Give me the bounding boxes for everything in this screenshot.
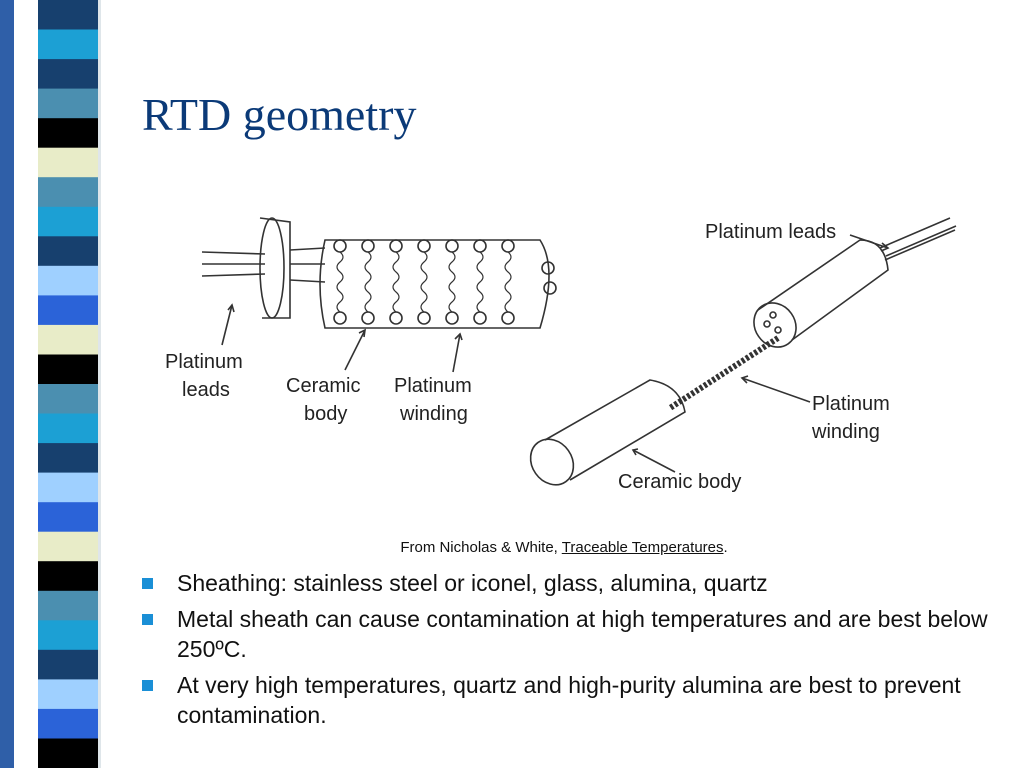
bullet-text: At very high temperatures, quartz and hi… bbox=[177, 672, 961, 728]
stripe-block bbox=[38, 206, 98, 237]
stripe-block bbox=[38, 265, 98, 296]
caption-book-title: Traceable Temperatures bbox=[561, 539, 724, 556]
label-ceramic-body-left-line1: Ceramic bbox=[286, 375, 360, 397]
decorative-side-stripe bbox=[0, 0, 118, 768]
figure-caption: From Nicholas & White, Traceable Tempera… bbox=[0, 539, 1024, 556]
caption-prefix: From Nicholas & White, bbox=[400, 539, 562, 556]
square-bullet-icon bbox=[142, 680, 153, 691]
stripe-block bbox=[38, 590, 98, 621]
rtd-left-probe-drawing bbox=[201, 217, 557, 373]
stripe-block bbox=[38, 561, 98, 592]
label-platinum-winding-right-line1: Platinum bbox=[812, 393, 890, 415]
stripe-block bbox=[38, 413, 98, 444]
stripe-block bbox=[38, 472, 98, 503]
stripe-block bbox=[38, 236, 98, 267]
stripe-block bbox=[38, 620, 98, 651]
stripe-block bbox=[38, 354, 98, 385]
label-platinum-winding-left-line2: winding bbox=[399, 403, 468, 425]
square-bullet-icon bbox=[142, 578, 153, 589]
rtd-diagram: Platinum leads Ceramic body Platinum win… bbox=[165, 217, 957, 493]
stripe-block bbox=[38, 384, 98, 414]
square-bullet-icon bbox=[142, 614, 153, 625]
bullet-item: Metal sheath can cause contamination at … bbox=[140, 604, 1000, 664]
bullet-item: Sheathing: stainless steel or iconel, gl… bbox=[140, 568, 1000, 598]
stripe-block bbox=[38, 708, 98, 739]
stripe-block bbox=[38, 59, 98, 90]
label-platinum-leads-left-line2: leads bbox=[182, 379, 230, 401]
stripe-block bbox=[38, 738, 98, 768]
rtd-right-probe-drawing bbox=[529, 217, 957, 486]
stripe-block bbox=[38, 649, 98, 680]
stripe-block bbox=[38, 29, 98, 60]
label-platinum-leads-left-line1: Platinum bbox=[165, 351, 243, 373]
stripe-block bbox=[38, 295, 98, 326]
label-platinum-winding-right-line2: winding bbox=[811, 421, 880, 443]
stripe-block bbox=[38, 177, 98, 208]
label-platinum-leads-right: Platinum leads bbox=[705, 221, 836, 243]
label-ceramic-body-right: Ceramic body bbox=[618, 471, 741, 493]
bullet-list: Sheathing: stainless steel or iconel, gl… bbox=[140, 568, 1000, 736]
caption-suffix: . bbox=[723, 539, 728, 556]
bullet-text: Metal sheath can cause contamination at … bbox=[177, 606, 988, 662]
label-ceramic-body-left-line2: body bbox=[304, 403, 347, 425]
stripe-block bbox=[38, 88, 98, 119]
label-platinum-winding-left-line1: Platinum bbox=[394, 375, 472, 397]
stripe-block bbox=[38, 679, 98, 710]
stripe-block bbox=[38, 443, 98, 474]
stripe-block bbox=[38, 0, 98, 30]
bullet-text: Sheathing: stainless steel or iconel, gl… bbox=[177, 570, 768, 596]
stripe-block bbox=[38, 324, 98, 355]
slide-title: RTD geometry bbox=[142, 89, 417, 140]
bullet-item: At very high temperatures, quartz and hi… bbox=[140, 670, 1000, 730]
stripe-block bbox=[38, 118, 98, 149]
stripe-block bbox=[38, 147, 98, 178]
stripe-block bbox=[38, 531, 98, 562]
stripe-edge bbox=[98, 0, 101, 768]
stripe-block bbox=[38, 502, 98, 533]
